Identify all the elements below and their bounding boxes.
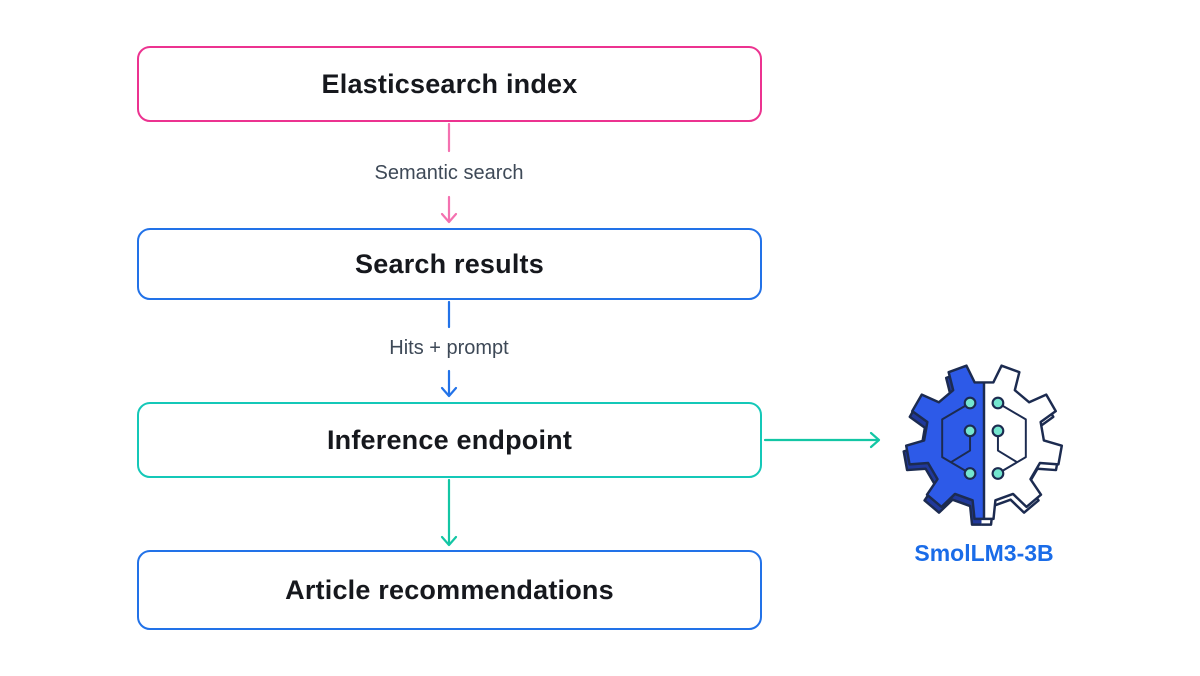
node-inference-endpoint: Inference endpoint xyxy=(137,402,762,478)
node-label: Inference endpoint xyxy=(326,424,573,455)
arrow-label-semantic-search: Semantic search xyxy=(366,162,532,185)
node-article-recommendations: Article recommendations xyxy=(137,550,762,630)
arrow-to-recommendations xyxy=(440,478,458,547)
arrow-to-model xyxy=(763,431,881,449)
node-label: Article recommendations xyxy=(285,574,614,605)
model-name-label: SmolLM3-3B xyxy=(914,540,1054,566)
arrow-semantic-search xyxy=(440,122,458,224)
node-elasticsearch-index: Elasticsearch index xyxy=(137,46,762,122)
arrow-hits-prompt xyxy=(440,300,458,398)
smollm3-gear-icon xyxy=(902,357,1066,531)
arrow-label-hits-prompt: Hits + prompt xyxy=(381,337,517,360)
node-search-results: Search results xyxy=(137,228,762,300)
node-label: Search results xyxy=(355,248,544,279)
node-label: Elasticsearch index xyxy=(321,68,578,99)
